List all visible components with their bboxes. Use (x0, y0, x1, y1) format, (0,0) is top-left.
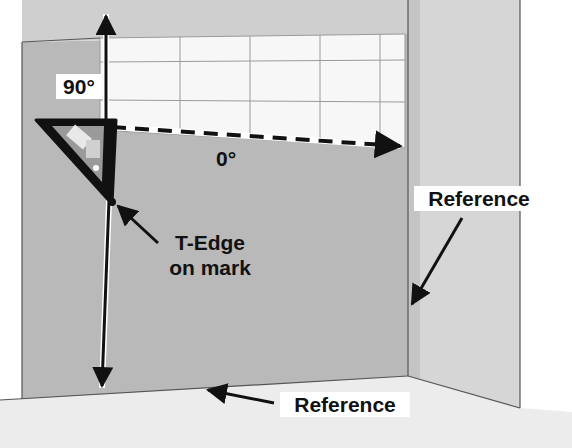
laser-square-tool (36, 120, 116, 206)
horizontal-laser-line (112, 127, 400, 146)
back-wall (22, 34, 408, 399)
angle-label: 0° (208, 146, 244, 171)
callout-text: T-Edge on mark (160, 230, 260, 280)
reference-label: Reference (414, 186, 544, 211)
vertical-laser-down (102, 200, 109, 388)
wall-tiles (100, 34, 405, 148)
vertical-laser-up (106, 14, 107, 125)
angle-label: 90° (56, 74, 102, 99)
leader-lines (118, 206, 462, 403)
reference-label: Reference (280, 392, 410, 417)
